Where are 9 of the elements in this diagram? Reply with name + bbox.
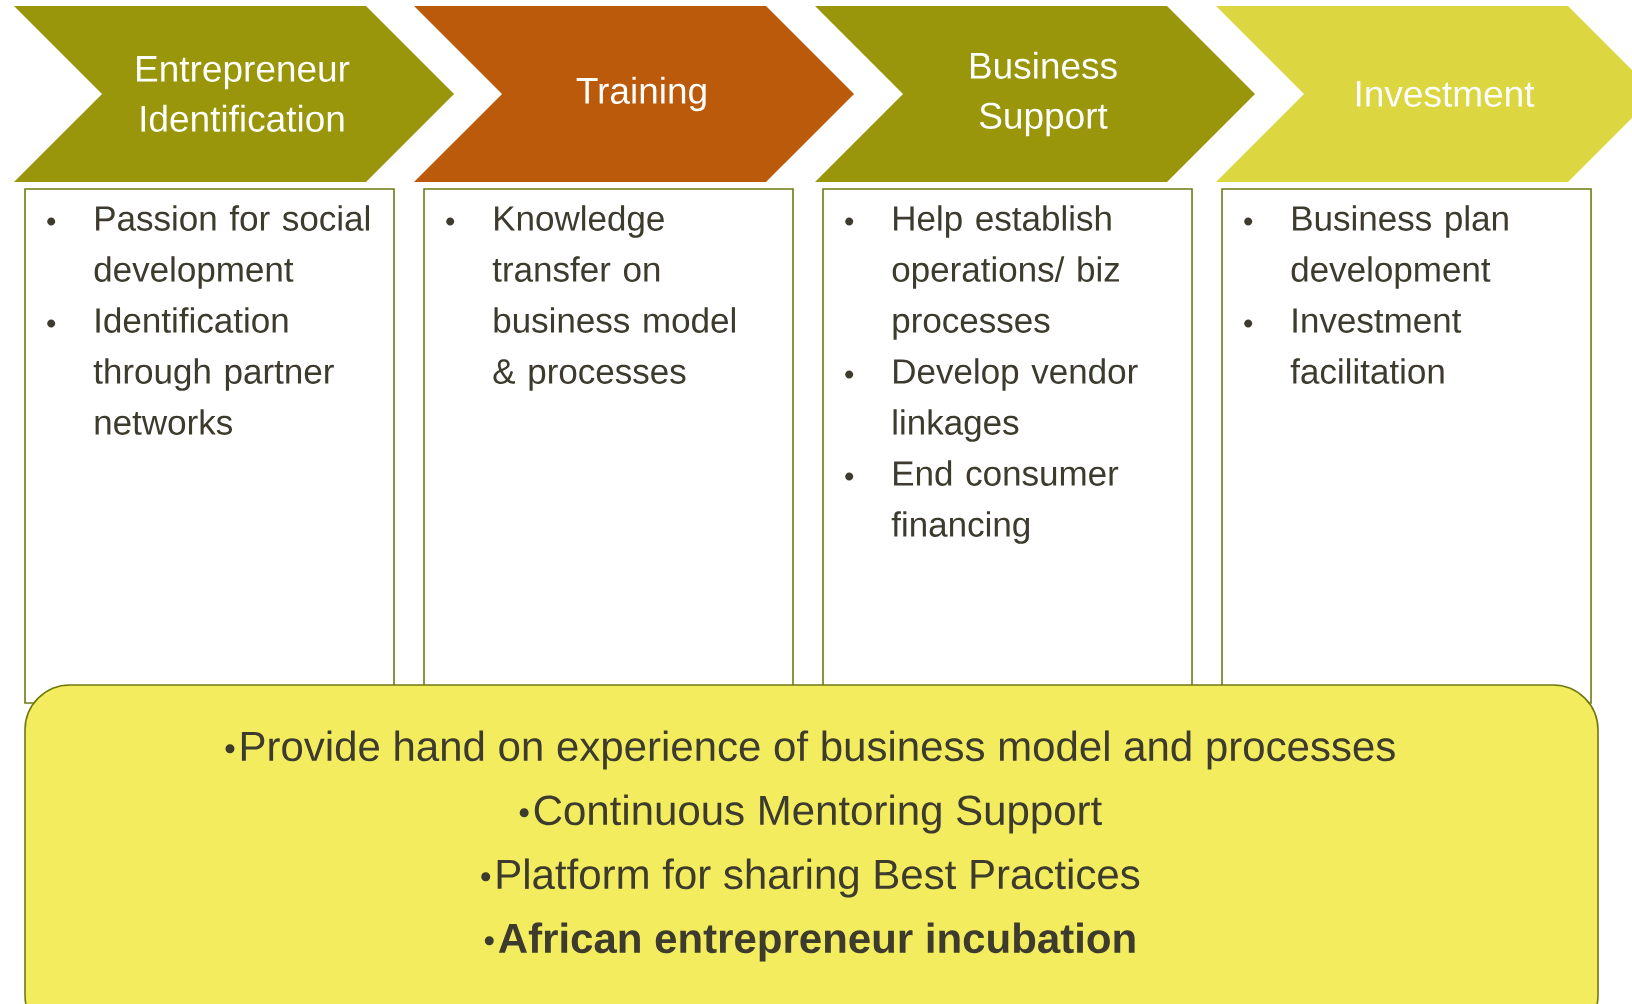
bullet-list-box: Business plan development Investment facilitation	[1221, 188, 1592, 704]
step-banner: Investment	[1216, 6, 1632, 182]
bullet-list-box: Help establish operations/ biz processes Develop vendor linkages End consumer financing	[822, 188, 1193, 704]
bullet-list-box: Knowledge transfer on business model & processes	[423, 188, 794, 704]
step-banner: Entrepreneur Identification	[14, 6, 454, 182]
step-banner: Training	[414, 6, 854, 182]
rounded-panel: Provide hand on experience of business model and processes Continuous Mentoring Support Platform for sharing Best Practices African entrepreneur incubation	[24, 684, 1599, 1004]
bullet-list-box: Passion for social development Identification through partner networks	[24, 188, 395, 704]
step-banner: Business Support	[815, 6, 1255, 182]
